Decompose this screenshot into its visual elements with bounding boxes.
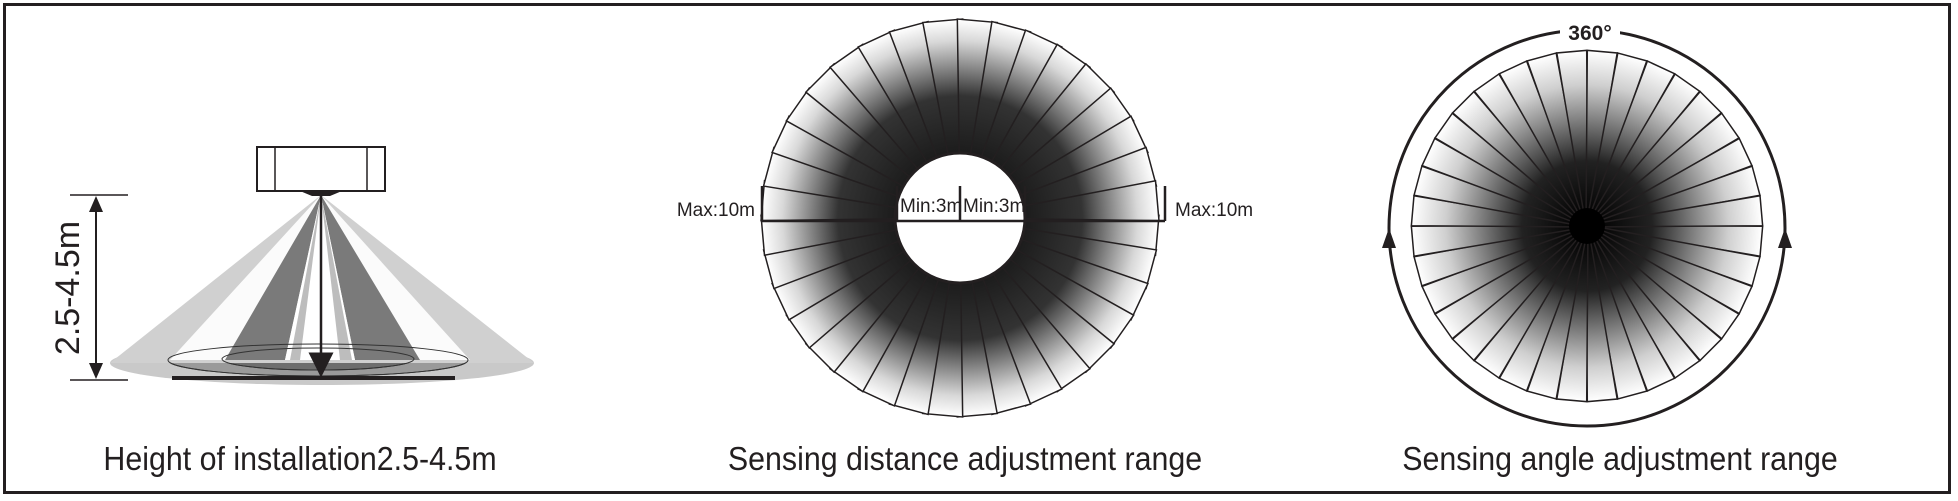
- installation-height-diagram: 2.5-4.5m: [49, 146, 534, 385]
- angle-beams: [1410, 49, 1764, 403]
- min-distance-right-label: Min:3m: [963, 196, 1025, 217]
- sensing-angle-diagram: 360°: [1382, 18, 1792, 428]
- min-distance-left-label: Min:3m: [900, 196, 962, 217]
- rotation-arrow-left-icon: [1382, 228, 1396, 248]
- max-distance-left-label: Max:10m: [677, 200, 755, 221]
- rotation-arrow-right-icon: [1778, 228, 1792, 248]
- height-label: 2.5-4.5m: [49, 221, 87, 355]
- angle-label: 360°: [1568, 22, 1611, 45]
- height-arrow-down-icon: [89, 363, 103, 379]
- distance-beams: [760, 18, 1160, 418]
- diagram-frame: [3, 3, 1951, 494]
- height-arrow-up-icon: [89, 196, 103, 212]
- max-distance-right-label: Max:10m: [1175, 200, 1253, 221]
- caption-installation-height: Height of installation2.5-4.5m: [103, 440, 497, 477]
- caption-sensing-angle: Sensing angle adjustment range: [1402, 440, 1838, 477]
- sensor-body: [256, 146, 386, 196]
- sensing-distance-diagram: Max:10m Min:3m Min:3m Max:10m: [677, 18, 1253, 418]
- caption-sensing-distance: Sensing distance adjustment range: [727, 440, 1203, 477]
- center-dot: [1569, 208, 1605, 244]
